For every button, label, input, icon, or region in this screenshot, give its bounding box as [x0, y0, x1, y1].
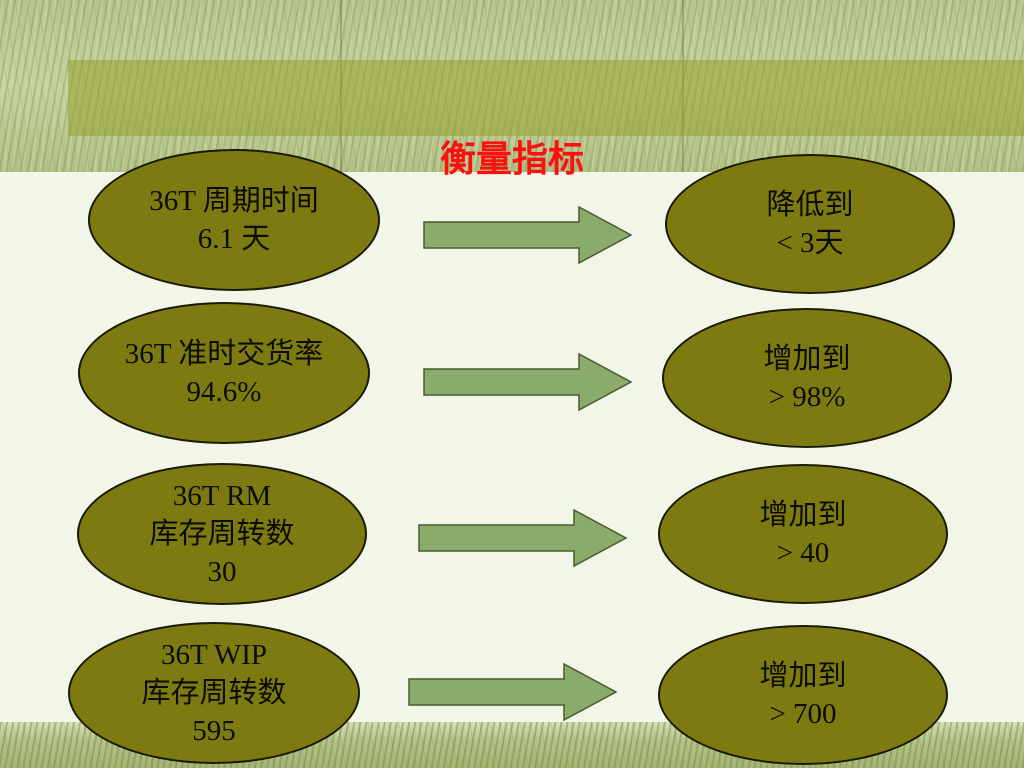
target-value: > 98%	[768, 381, 846, 413]
right-arrow-icon	[408, 662, 618, 722]
metric-target-oval: 增加到 > 40	[658, 464, 948, 604]
metric-value: 94.6%	[186, 376, 262, 408]
metric-current-oval: 36T 周期时间 6.1 天	[88, 149, 380, 291]
metric-current-oval: 36T RM 库存周转数 30	[77, 463, 367, 605]
metric-value: 30	[207, 556, 237, 588]
metric-target-oval: 增加到 > 700	[658, 625, 948, 765]
target-value: < 3天	[776, 227, 844, 259]
right-arrow-icon	[418, 508, 628, 568]
target-value: > 40	[776, 537, 830, 569]
metric-label: 36T WIP	[160, 639, 268, 671]
right-arrow-icon	[423, 205, 633, 265]
right-arrow-icon	[423, 352, 633, 412]
metric-value: 6.1 天	[197, 223, 271, 255]
metric-target-oval: 增加到 > 98%	[662, 308, 952, 448]
metric-target-oval: 降低到 < 3天	[665, 154, 955, 294]
metric-label: 36T 准时交货率	[124, 338, 324, 370]
target-label: 降低到	[766, 189, 854, 221]
slide-title: 衡量指标	[439, 139, 584, 180]
metric-current-oval: 36T 准时交货率 94.6%	[78, 302, 370, 444]
metric-label: 36T RM	[172, 480, 272, 512]
metric-label: 36T 周期时间	[149, 185, 319, 217]
title-band	[68, 60, 1024, 136]
metric-value: 595	[192, 715, 236, 747]
metric-sublabel: 库存周转数	[149, 518, 295, 550]
metric-sublabel: 库存周转数	[141, 677, 287, 709]
target-label: 增加到	[763, 343, 851, 375]
metric-current-oval: 36T WIP 库存周转数 595	[68, 622, 360, 764]
target-label: 增加到	[759, 660, 847, 692]
target-label: 增加到	[759, 499, 847, 531]
target-value: > 700	[769, 698, 837, 730]
